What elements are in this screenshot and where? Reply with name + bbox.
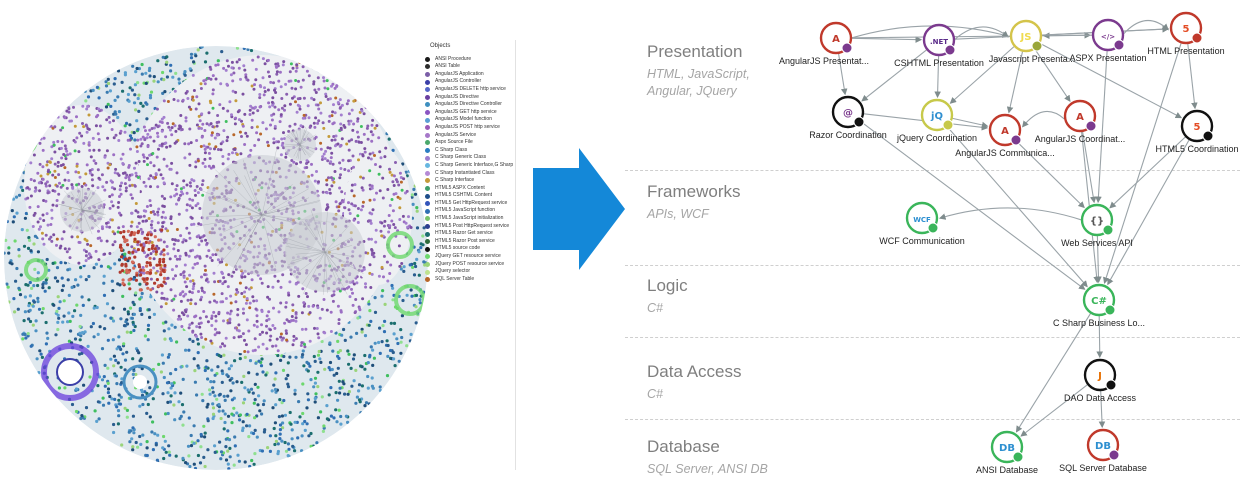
node-label: jQuery Coordination	[896, 133, 977, 143]
dependency-edge	[861, 122, 1085, 290]
node-label: C Sharp Business Lo...	[1053, 318, 1145, 328]
node-label: WCF Communication	[879, 236, 965, 246]
technology-icon: 5	[1194, 122, 1201, 133]
dependency-edge	[1023, 111, 1065, 126]
technology-icon: A	[1076, 112, 1084, 123]
node-label: Javascript Presenta...	[989, 54, 1076, 64]
node-sql-server-database[interactable]: DB SQL Server Database	[1059, 430, 1147, 473]
node-label: AngularJS Presentat...	[779, 56, 869, 66]
node-badge-icon	[1086, 121, 1096, 131]
technology-icon: A	[1001, 126, 1009, 137]
node-angularjs-coordination[interactable]: A AngularJS Coordinat...	[1035, 101, 1126, 144]
node-label: HTML5 Coordination	[1155, 144, 1238, 154]
node-badge-icon	[1106, 380, 1116, 390]
node-label: ANSI Database	[976, 465, 1038, 475]
node-label: Razor Coordination	[809, 130, 887, 140]
node-label: AngularJS Coordinat...	[1035, 134, 1126, 144]
technology-icon: {}	[1090, 216, 1104, 227]
node-badge-icon	[943, 120, 953, 130]
node-badge-icon	[1011, 135, 1021, 145]
technology-icon: C#	[1091, 296, 1107, 307]
dependency-edge	[1124, 21, 1168, 34]
technology-icon: jQ	[930, 111, 943, 122]
dependency-edge	[1017, 314, 1091, 432]
dependency-edge	[1098, 51, 1107, 202]
node-cshtml-presentation[interactable]: .NET CSHTML Presentation	[894, 25, 984, 68]
technology-icon: .NET	[930, 38, 948, 46]
technology-icon: JS	[1020, 32, 1032, 43]
node-badge-icon	[1103, 225, 1113, 235]
dependency-edge	[1108, 140, 1189, 284]
node-label: Web Services API	[1061, 238, 1133, 248]
node-badge-icon	[1203, 131, 1213, 141]
technology-icon: DB	[999, 443, 1015, 454]
node-label: AngularJS Communica...	[955, 148, 1055, 158]
node-razor-coordination[interactable]: @ Razor Coordination	[809, 97, 887, 140]
node-aspx-presentation[interactable]: </> ASPX Presentation	[1069, 20, 1146, 63]
node-badge-icon	[1105, 305, 1115, 315]
node-badge-icon	[842, 43, 852, 53]
node-badge-icon	[1032, 41, 1042, 51]
node-badge-icon	[945, 45, 955, 55]
node-wcf-communication[interactable]: WCF WCF Communication	[879, 203, 965, 246]
technology-icon: @	[843, 108, 853, 119]
node-badge-icon	[854, 117, 864, 127]
technology-icon: </>	[1101, 33, 1115, 41]
node-csharp-business-logic[interactable]: C# C Sharp Business Lo...	[1053, 285, 1145, 328]
node-javascript-presentation[interactable]: JS Javascript Presenta...	[989, 21, 1076, 64]
node-angularjs-presentation[interactable]: A AngularJS Presentat...	[779, 23, 869, 66]
technology-icon: 5	[1183, 24, 1190, 35]
node-badge-icon	[928, 223, 938, 233]
node-label: SQL Server Database	[1059, 463, 1147, 473]
node-label: ASPX Presentation	[1069, 53, 1146, 63]
node-label: CSHTML Presentation	[894, 58, 984, 68]
dependency-edge	[852, 38, 921, 39]
node-label: DAO Data Access	[1064, 393, 1137, 403]
technology-icon: WCF	[913, 216, 931, 224]
node-dao-data-access[interactable]: J DAO Data Access	[1064, 360, 1137, 403]
node-label: HTML Presentation	[1147, 46, 1224, 56]
node-badge-icon	[1109, 450, 1119, 460]
node-badge-icon	[1192, 33, 1202, 43]
technology-icon: A	[832, 34, 840, 45]
node-badge-icon	[1114, 40, 1124, 50]
technology-icon: J	[1097, 371, 1102, 382]
dependency-edge	[940, 208, 1081, 220]
technology-icon: DB	[1095, 441, 1111, 452]
node-ansi-database[interactable]: DB ANSI Database	[976, 432, 1038, 475]
node-badge-icon	[1013, 452, 1023, 462]
